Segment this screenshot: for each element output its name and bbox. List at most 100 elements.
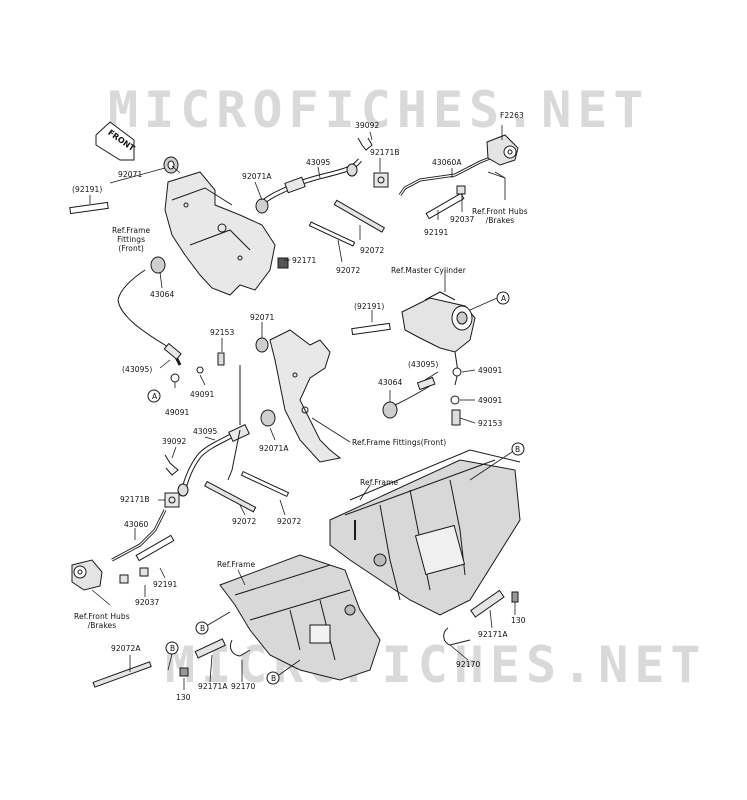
grommet-92071a-mid <box>260 409 276 427</box>
bracket-92171b-top <box>373 172 389 188</box>
label-a-right: A <box>501 294 507 303</box>
pipe-92191-left <box>69 201 109 215</box>
band-92171a-right <box>470 589 505 618</box>
label-92171a-right: 92171A <box>478 630 508 639</box>
grommet-43064-right <box>382 401 398 419</box>
clamp-92170-left <box>229 639 251 657</box>
label-49091-right-a: 49091 <box>478 366 503 375</box>
diagram-code: F2263 <box>500 111 524 120</box>
bleeder-92037-bottom <box>119 574 129 584</box>
label-92170-right: 92170 <box>456 660 481 669</box>
hose-43095-right <box>416 376 436 391</box>
label-49091-left-a: 49091 <box>190 390 215 399</box>
bolt-92153-left <box>217 352 225 366</box>
frame-structure <box>329 449 521 616</box>
washer-49091-left <box>170 373 180 383</box>
label-130-right: 130 <box>511 616 526 625</box>
grommet-92071-mid <box>255 337 269 353</box>
label-b-mid: B <box>200 624 206 633</box>
leader-lines <box>89 125 516 690</box>
label-39092-mid: 39092 <box>162 437 187 446</box>
label-43095-paren-right: (43095) <box>408 360 439 369</box>
label-92171: 92171 <box>292 256 317 265</box>
clip-39092-top <box>357 137 373 151</box>
ref-master-cylinder: Ref.Master Cylinder <box>391 266 466 275</box>
label-92037-top: 92037 <box>450 215 475 224</box>
brake-line-left-upper <box>117 269 176 356</box>
clamp-92170-right <box>443 627 471 646</box>
label-92153-left: 92153 <box>210 328 235 337</box>
cable-tie-92072-a <box>333 199 386 233</box>
band-92171a-left <box>194 638 226 659</box>
label-130-left: 130 <box>176 693 191 702</box>
label-92171b-mid: 92171B <box>120 495 150 504</box>
label-92191-bottom: 92191 <box>153 580 178 589</box>
label-92153-right: 92153 <box>478 419 503 428</box>
label-43095-paren-left: (43095) <box>122 365 153 374</box>
pipe-92191-bottom <box>135 534 175 562</box>
middle-bracket <box>269 329 342 463</box>
screw-130-left <box>179 667 189 677</box>
label-92071a-mid: 92071A <box>259 444 289 453</box>
label-92170-left: 92170 <box>231 682 256 691</box>
label-92171a-left: 92171A <box>198 682 228 691</box>
label-43095-top: 43095 <box>306 158 331 167</box>
watermark-bottom: MICROFICHES.NET <box>165 636 707 694</box>
cable-tie-92072a <box>92 661 152 688</box>
washer-49091-right-b <box>450 395 460 405</box>
front-arrow-icon <box>95 121 135 161</box>
label-92071a-top: 92071A <box>242 172 272 181</box>
label-92072a: 92072A <box>111 644 141 653</box>
label-92072-c: 92072 <box>232 517 257 526</box>
hose-43095-left <box>163 342 182 360</box>
label-92072-a: 92072 <box>360 246 385 255</box>
ref-frame-fittings-front-right: Ref.Frame Fittings(Front) <box>352 438 447 447</box>
front-hub-brake-bottom <box>71 559 103 591</box>
label-43095-mid: 43095 <box>193 427 218 436</box>
label-92191-top: 92191 <box>424 228 449 237</box>
label-92037-bottom: 92037 <box>135 598 160 607</box>
ref-front-hubs-brakes-top: Ref.Front Hubs /Brakes <box>472 207 528 225</box>
label-a-left: A <box>152 392 158 401</box>
grommet-92071-top <box>163 156 179 174</box>
label-43060a: 43060A <box>432 158 462 167</box>
label-b-left: B <box>170 644 176 653</box>
bleeder-92037-bottom-b <box>139 567 149 577</box>
washer-49091-right-a <box>452 367 462 377</box>
screw-130-right <box>511 591 519 603</box>
label-92071-mid: 92071 <box>250 313 275 322</box>
label-b-right: B <box>515 445 521 454</box>
cable-tie-92072-b <box>308 221 356 247</box>
marker-a-left <box>147 389 161 403</box>
label-92191-mid: (92191) <box>354 302 385 311</box>
ref-front-hubs-brakes-bottom: Ref.Front Hubs /Brakes <box>74 612 130 630</box>
pipe-92191-mid <box>351 322 391 336</box>
front-hub-brake-top <box>486 134 519 166</box>
cable-tie-92072-c <box>204 480 257 513</box>
label-92071-top: 92071 <box>118 170 143 179</box>
clip-92171 <box>277 257 289 269</box>
watermark-top: MICROFICHES.NET <box>108 81 650 139</box>
bolt-92153-right <box>451 409 461 426</box>
label-92072-d: 92072 <box>277 517 302 526</box>
brake-line-43060 <box>111 509 167 562</box>
label-49091-left-b: 49091 <box>165 408 190 417</box>
label-39092-top: 39092 <box>355 121 380 130</box>
clip-39092-mid <box>164 454 179 476</box>
ref-frame-fittings-front-left: Ref.Frame Fittings (Front) <box>112 226 151 253</box>
master-cylinder <box>401 291 476 353</box>
marker-b-right <box>511 442 525 456</box>
label-43064-left: 43064 <box>150 290 175 299</box>
cable-tie-92072-d <box>240 470 290 498</box>
label-92191-left: (92191) <box>72 185 103 194</box>
bleeder-92037-top <box>456 185 466 195</box>
upper-bracket <box>164 171 276 296</box>
frame-lower <box>219 554 381 681</box>
marker-b-mid <box>195 621 209 635</box>
label-43060: 43060 <box>124 520 149 529</box>
label-43064-right: 43064 <box>378 378 403 387</box>
ref-frame-right: Ref.Frame <box>360 478 399 487</box>
label-92171b-top: 92171B <box>370 148 400 157</box>
